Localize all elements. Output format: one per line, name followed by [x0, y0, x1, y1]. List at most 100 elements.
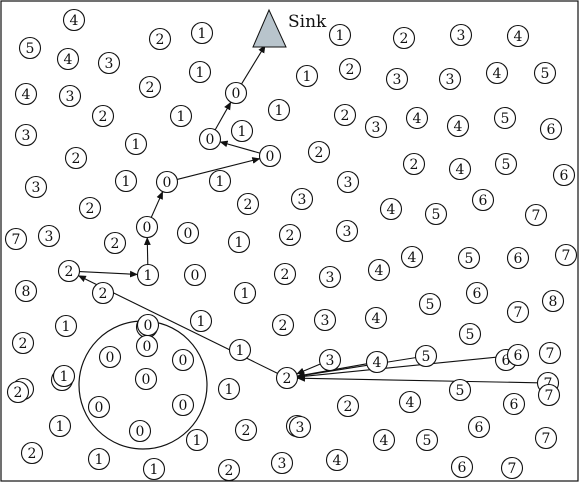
- sensor-node-circle: [171, 393, 195, 417]
- sensor-node-circle: [414, 344, 438, 368]
- sensor-node-hop-label: 0: [144, 318, 153, 334]
- sensor-node-hop-label: 7: [545, 388, 554, 404]
- sensor-node-hop-label: 6: [475, 420, 484, 436]
- sensor-node-hop-label: 3: [45, 229, 54, 245]
- sensor-node-hop-label: 1: [238, 124, 247, 140]
- sensor-node: 1: [189, 309, 213, 333]
- sensor-node-hop-label: 3: [457, 28, 466, 44]
- sensor-node-circle: [338, 57, 362, 81]
- sensor-node: 5: [457, 246, 481, 270]
- sensor-node-circle: [325, 448, 349, 472]
- sensor-node-hop-label: 2: [99, 109, 108, 125]
- sensor-node-hop-label: 6: [510, 397, 519, 413]
- sensor-node-hop-label: 8: [22, 284, 31, 300]
- sensor-node-circle: [392, 26, 416, 50]
- sensor-node-circle: [91, 281, 115, 305]
- sensor-node-hop-label: 4: [375, 263, 384, 279]
- sensor-node-hop-label: 0: [142, 372, 151, 388]
- sensor-node-circle: [506, 343, 530, 367]
- sensor-node-hop-label: 4: [493, 66, 502, 82]
- sensor-node: 0: [136, 313, 160, 337]
- sensor-node-hop-label: 0: [179, 353, 188, 369]
- sensor-node-circle: [87, 447, 111, 471]
- sensor-node: 2: [103, 231, 127, 255]
- sensor-node-circle: [418, 292, 442, 316]
- sensor-node-circle: [228, 338, 252, 362]
- sink-label: Sink: [288, 12, 327, 32]
- sensor-node: 3: [335, 219, 359, 243]
- sensor-node: 3: [318, 265, 342, 289]
- sensor-node-circle: [190, 21, 214, 45]
- sensor-node: 4: [62, 8, 86, 32]
- sensor-node-hop-label: 4: [454, 119, 463, 135]
- sensor-node-hop-label: 6: [458, 460, 467, 476]
- sensor-node-circle: [6, 380, 30, 404]
- sensor-node-circle: [450, 455, 474, 479]
- sensor-node-hop-label: 3: [326, 270, 335, 286]
- sensor-node: 1: [267, 98, 291, 122]
- sensor-node-hop-label: 2: [86, 201, 95, 217]
- sensor-node: 3: [97, 51, 121, 75]
- sensor-node-hop-label: 5: [502, 157, 511, 173]
- sensor-node: 2: [234, 418, 258, 442]
- sensor-node-hop-label: 2: [400, 31, 409, 47]
- sensor-node-hop-label: 4: [64, 52, 73, 68]
- sensor-node: 3: [313, 308, 337, 332]
- sensor-node: 1: [52, 364, 76, 388]
- sensor-node-hop-label: 2: [225, 463, 234, 479]
- sensor-node: 4: [14, 82, 38, 106]
- sensor-node-hop-label: 2: [99, 286, 108, 302]
- sensor-node-circle: [448, 157, 472, 181]
- sensor-node-circle: [506, 300, 530, 324]
- sensor-node-hop-label: 0: [163, 175, 172, 191]
- sensor-node: 4: [325, 448, 349, 472]
- sensor-node: 0: [87, 395, 111, 419]
- sensor-node-circle: [524, 203, 548, 227]
- sensor-node: 5: [494, 152, 518, 176]
- sensor-node: 1: [185, 428, 209, 452]
- sensor-node-circle: [485, 61, 509, 85]
- sensor-node-circle: [552, 163, 576, 187]
- sink-node: Sink: [252, 8, 327, 48]
- sensor-node-hop-label: 2: [344, 399, 353, 415]
- sensor-node: 3: [336, 170, 360, 194]
- sensor-node: 7: [537, 383, 561, 407]
- sensor-node-circle: [290, 187, 314, 211]
- sensor-node-circle: [538, 341, 562, 365]
- sensor-node-hop-label: 4: [387, 202, 396, 218]
- sensor-node-circle: [236, 192, 260, 216]
- sensor-node-circle: [171, 348, 195, 372]
- sensor-node: 2: [333, 103, 357, 127]
- sensor-node: 0: [183, 263, 207, 287]
- sensor-node-hop-label: 0: [266, 149, 275, 165]
- sensor-node-circle: [128, 419, 152, 443]
- sensor-node-hop-label: 2: [283, 371, 292, 387]
- sensor-node-circle: [273, 262, 297, 286]
- sensor-node: 5: [493, 106, 517, 130]
- sensor-node: 1: [295, 64, 319, 88]
- sensor-node-circle: [217, 377, 241, 401]
- sensor-node: 5: [414, 344, 438, 368]
- sensor-node-circle: [313, 308, 337, 332]
- sensor-node-circle: [64, 146, 88, 170]
- sensor-node: 2: [278, 223, 302, 247]
- sensor-node-hop-label: 2: [111, 236, 120, 252]
- sensor-node-circle: [318, 265, 342, 289]
- sensor-node-hop-label: 3: [372, 120, 381, 136]
- sensor-node-circle: [227, 230, 251, 254]
- sensor-node-hop-label: 1: [60, 369, 69, 385]
- sensor-node-hop-label: 5: [456, 383, 465, 399]
- sensor-node-hop-label: 1: [236, 343, 245, 359]
- sensor-node-hop-label: 0: [136, 424, 145, 440]
- sensor-node-circle: [24, 175, 48, 199]
- sensor-node: 6: [467, 415, 491, 439]
- sensor-node-circle: [448, 378, 472, 402]
- sensor-node: 4: [56, 47, 80, 71]
- sensor-node: 4: [367, 258, 391, 282]
- sensor-node: 3: [364, 115, 388, 139]
- sensor-node-hop-label: 4: [70, 13, 79, 29]
- sensor-node-circle: [138, 75, 162, 99]
- sensor-node-hop-label: 0: [179, 398, 188, 414]
